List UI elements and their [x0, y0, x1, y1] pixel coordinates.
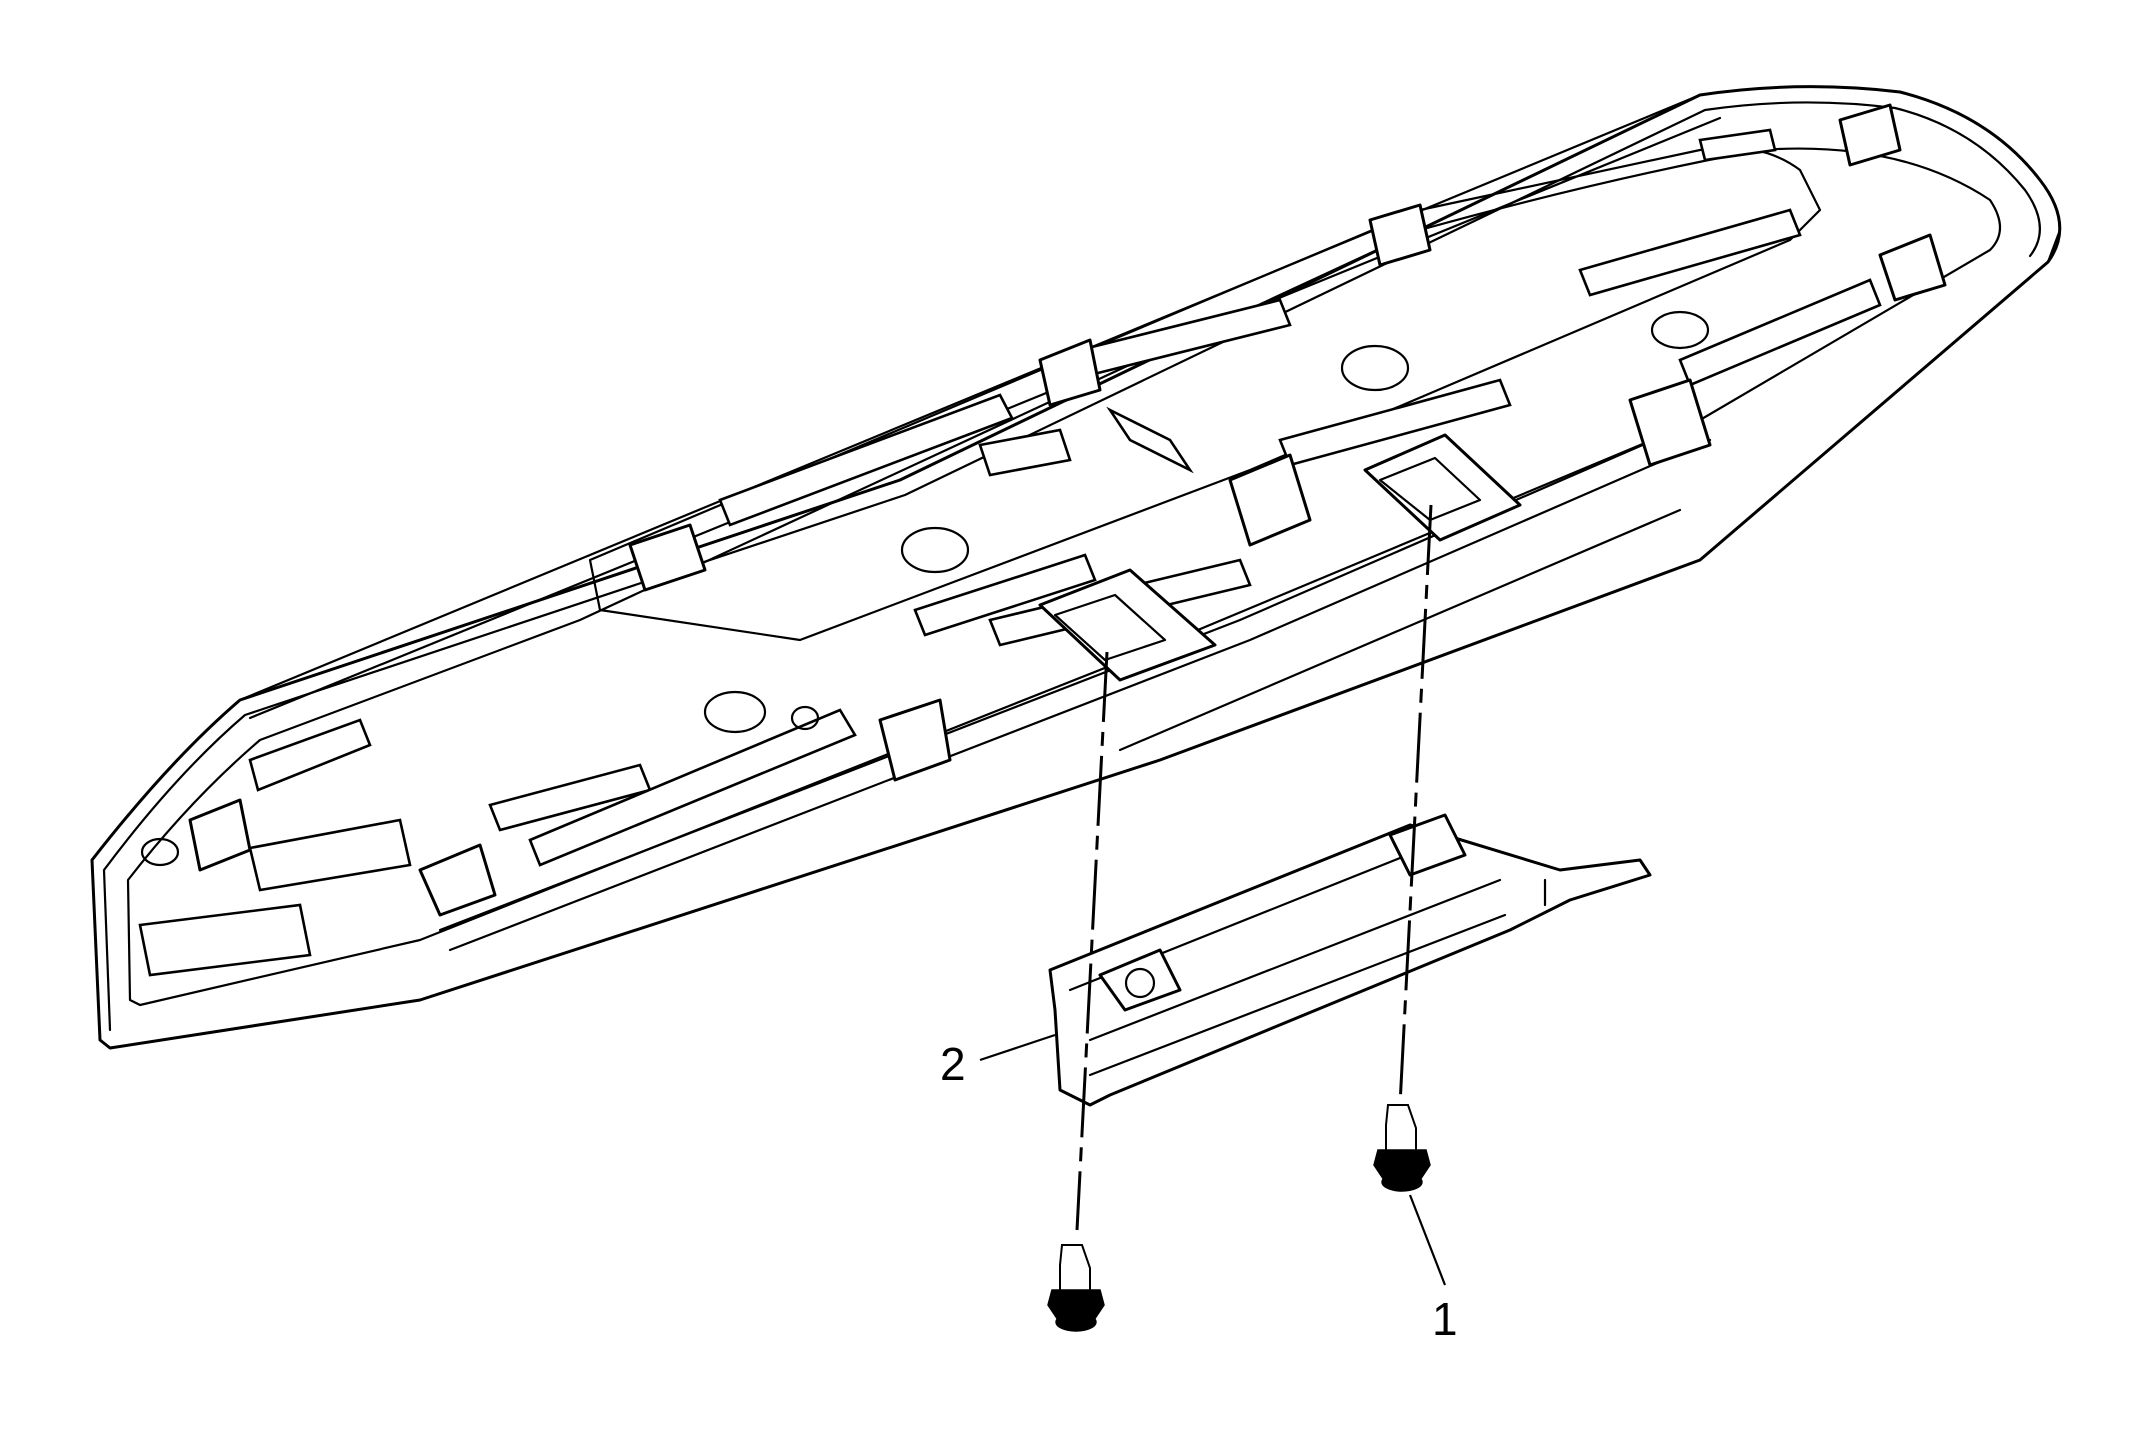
main-panel — [90, 85, 2062, 1050]
callout-2-leader — [979, 1033, 1056, 1062]
bolt-right — [1373, 1104, 1431, 1192]
bolt-left — [1047, 1244, 1105, 1332]
socket-left — [1038, 568, 1217, 682]
callout-1-label: 1 — [1432, 1293, 1458, 1345]
alignment-line-left — [1075, 651, 1109, 1231]
callout-2-label: 2 — [940, 1038, 966, 1090]
callout-1-leader — [1408, 1194, 1447, 1286]
mounting-bosses — [188, 103, 1947, 917]
panel-rim — [102, 101, 2041, 1032]
socket-right — [1363, 433, 1522, 542]
alignment-line-right — [1398, 504, 1433, 1106]
bracket — [1048, 813, 1652, 1107]
